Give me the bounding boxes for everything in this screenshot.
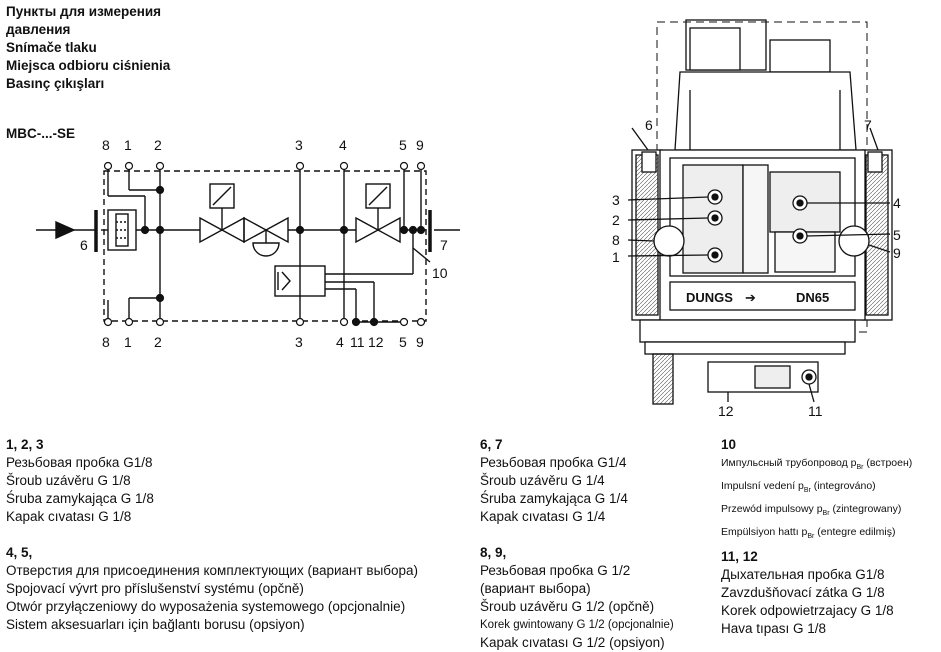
header-line: Basınç çıkışları [6,76,105,91]
legend-line: (вариант выбора) [480,581,591,596]
inlet-arrow-icon [55,220,76,240]
callout-2: 2 [612,212,620,228]
legend-line: Korek odpowietrzajacy G 1/8 [721,603,894,618]
legend-line: Šroub uzávěru G 1/8 [6,473,131,488]
legend-heading: 8, 9, [480,545,507,560]
callout-11: 11 [808,403,823,419]
legend-line: Przewód impulsowy pBr (zintegrowany) [721,503,902,518]
legend-line: Kapak cıvatası G 1/4 [480,509,606,524]
legend-line: Impulsní vedení pBr (integrováno) [721,480,876,495]
top-label: 8 [102,137,110,153]
arrow-right-icon: ➔ [745,290,756,305]
callout-7: 7 [864,117,872,133]
bottom-label: 11 [350,334,365,350]
callout-3: 3 [612,192,620,208]
legend-line: Śruba zamykająca G 1/8 [6,491,154,506]
legend-line: Импульсный трубопровод pBr (встроен) [721,457,913,472]
size-label: DN65 [796,290,829,305]
legend-line: Резьбовая пробка G1/4 [480,455,627,470]
header-line: Пункты для измерения [6,4,162,19]
impulse-line-label: 10 [432,265,448,281]
bottom-label: 4 [336,334,344,350]
header-line: давления [6,22,71,37]
schematic-labels: 8 1 2 3 4 5 9 8 1 2 3 4 11 12 5 9 6 7 10 [80,137,448,350]
legend-4-5: 4, 5, Отверстия для присоединения компле… [6,544,418,634]
top-label: 3 [295,137,303,153]
legend-10: 10 Импульсный трубопровод pBr (встроен) … [721,436,912,546]
bottom-label: 5 [399,334,407,350]
bottom-label: 2 [154,334,162,350]
front-view-drawing [627,19,893,405]
callout-6: 6 [645,117,653,133]
legend-line: Otwór przyłączeniowy do wyposażenia syst… [6,599,406,614]
model-label: MBC-...-SE [6,126,75,141]
housing-outline [103,170,427,322]
bottom-label: 12 [368,334,384,350]
legend-heading: 1, 2, 3 [6,437,44,452]
diagram-canvas: 8 1 2 3 4 5 9 8 1 2 3 4 11 12 5 9 6 7 10 [36,19,901,419]
legend-line: Резьбовая пробка G 1/2 [480,563,631,578]
legend-line: Šroub uzávěru G 1/4 [480,473,605,488]
header-line: Snímače tlaku [6,40,97,55]
callout-12: 12 [718,403,734,419]
legend-line: Zavzdušňovací zátka G 1/8 [721,585,885,600]
legend-line: Отверстия для присоединения комплектующи… [6,563,419,578]
outlet-label: 7 [440,237,448,253]
callout-8: 8 [612,232,620,248]
header-title-block: Пункты для измерения давления Snímače tl… [6,3,170,93]
legend-line: Kapak cıvatası G 1/8 [6,509,132,524]
legend-8-9: 8, 9, Резьбовая пробка G 1/2 (вариант вы… [480,544,674,652]
legend-line: Sistem aksesuarları için bağlantı borusu… [6,617,305,632]
callout-9: 9 [893,245,901,261]
front-view-labels: 6 7 3 2 8 1 4 5 9 12 11 DUNGS ➔ DN65 [612,117,901,419]
legend-line: Spojovací vývrt pro příslušenství systém… [6,581,304,596]
brand-logo: DUNGS [686,290,733,305]
top-label: 9 [416,137,424,153]
legend-line: Kapak cıvatası G 1/2 (opsiyon) [480,635,665,650]
callout-1: 1 [612,249,620,265]
legend-heading: 10 [721,437,737,452]
bottom-label: 1 [124,334,132,350]
schematic-nodes [140,185,426,327]
top-label: 1 [124,137,132,153]
legend-line: Korek gwintowany G 1/2 (opcjonalnie) [480,619,674,631]
inlet-label: 6 [80,237,88,253]
legend-heading: 6, 7 [480,437,503,452]
legend-heading: 11, 12 [721,549,758,564]
legend-11-12: 11, 12 Дыхательная пробка G1/8 Zavzdušňo… [721,548,894,638]
legend-heading: 4, 5, [6,545,33,560]
legend-6-7: 6, 7 Резьбовая пробка G1/4 Šroub uzávěru… [480,436,628,526]
legend-line: Šroub uzávěru G 1/2 (opčně) [480,599,655,614]
callout-5: 5 [893,227,901,243]
legend-1-2-3: 1, 2, 3 Резьбовая пробка G1/8 Šroub uzáv… [6,436,154,526]
schematic-test-points [103,161,426,327]
top-label: 2 [154,137,162,153]
bottom-label: 9 [416,334,424,350]
legend-line: Empülsiyon hattı pBr (entegre edilmiş) [721,526,896,541]
schematic-diagram [36,166,460,323]
top-label: 5 [399,137,407,153]
legend-line: Śruba zamykająca G 1/4 [480,491,628,506]
legend-line: Hava tıpası G 1/8 [721,621,827,636]
top-label: 4 [339,137,347,153]
legend-line: Резьбовая пробка G1/8 [6,455,153,470]
bottom-label: 3 [295,334,303,350]
callout-4: 4 [893,195,901,211]
legend-line: Дыхательная пробка G1/8 [721,567,885,582]
header-line: Miejsca odbioru ciśnienia [6,58,171,73]
bottom-label: 8 [102,334,110,350]
